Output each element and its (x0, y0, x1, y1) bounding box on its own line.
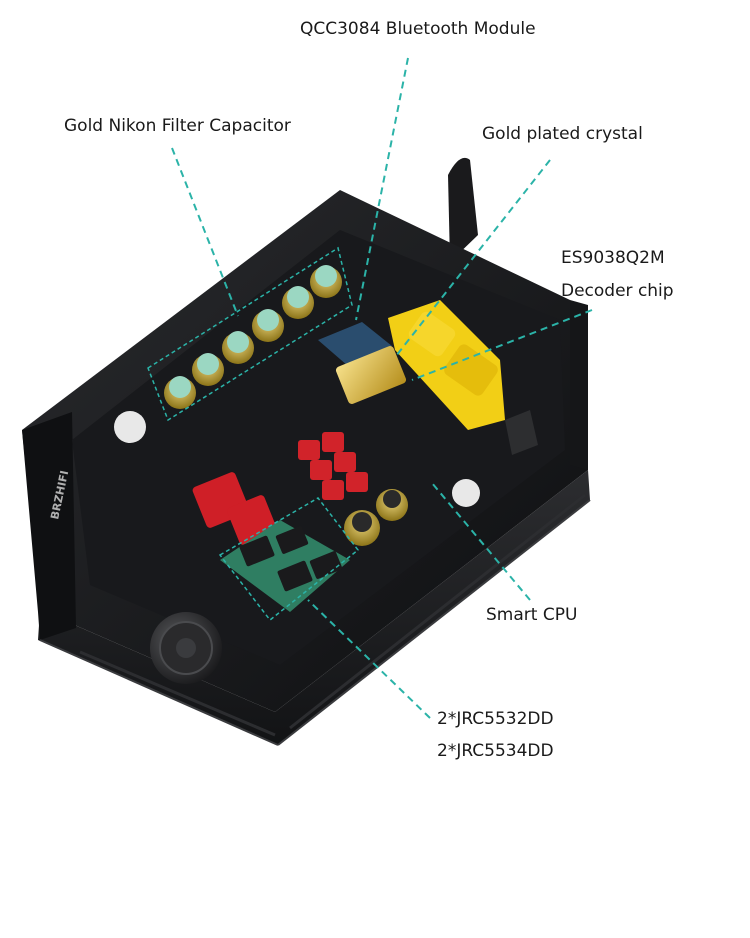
label-decoder-chip-model: ES9038Q2M (561, 248, 665, 268)
sticker (452, 479, 480, 507)
callout-lines (171, 57, 593, 719)
label-filter-capacitor: Gold Nikon Filter Capacitor (64, 116, 291, 136)
rca-jacks (388, 300, 538, 455)
label-bluetooth-module: QCC3084 Bluetooth Module (300, 19, 536, 39)
filter-capacitors (164, 265, 342, 409)
label-opamp-5534: 2*JRC5534DD (437, 741, 554, 761)
bluetooth-module (318, 322, 407, 404)
label-decoder-chip: Decoder chip (561, 281, 674, 301)
volume-knob (150, 612, 222, 684)
opamp-sockets (220, 520, 350, 612)
electrolytic-capacitors (344, 489, 408, 546)
sticker (114, 411, 146, 443)
label-opamp-5532: 2*JRC5532DD (437, 709, 554, 729)
label-gold-crystal: Gold plated crystal (482, 124, 643, 144)
label-smart-cpu: Smart CPU (486, 605, 578, 625)
highlight-regions (147, 246, 360, 622)
